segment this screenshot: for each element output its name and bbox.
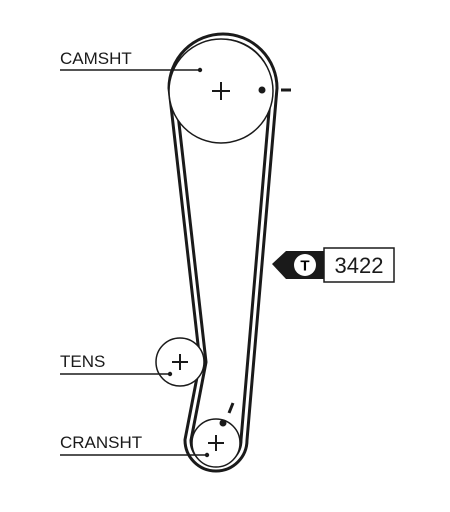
camshaft-timing-dot <box>258 86 266 94</box>
crankshaft-callout: CRANSHT <box>60 433 210 458</box>
badge-number: 3422 <box>335 253 384 278</box>
camshaft-callout: CAMSHT <box>60 49 203 73</box>
camshaft-pulley <box>168 38 291 144</box>
crankshaft-leader-dot <box>204 452 210 458</box>
tensioner-leader-dot <box>167 371 173 377</box>
crankshaft-timing-mark <box>227 402 235 414</box>
crankshaft-timing-dot <box>219 419 227 427</box>
tensioner-callout: TENS <box>60 352 173 377</box>
belt-badge: T 3422 <box>272 247 395 283</box>
crankshaft-pulley <box>191 402 241 468</box>
tensioner-center-plus-icon <box>172 354 188 370</box>
tensioner-pulley <box>155 337 205 387</box>
t-icon <box>294 254 316 276</box>
camshaft-center-plus-icon <box>212 82 230 100</box>
camshaft-label: CAMSHT <box>60 49 132 68</box>
t-icon-letter: T <box>300 258 309 275</box>
camshaft-leader-dot <box>197 67 203 73</box>
tensioner-label: TENS <box>60 352 105 371</box>
crankshaft-center-plus-icon <box>208 435 224 451</box>
crankshaft-label: CRANSHT <box>60 433 142 452</box>
badge-number-box <box>323 247 395 283</box>
